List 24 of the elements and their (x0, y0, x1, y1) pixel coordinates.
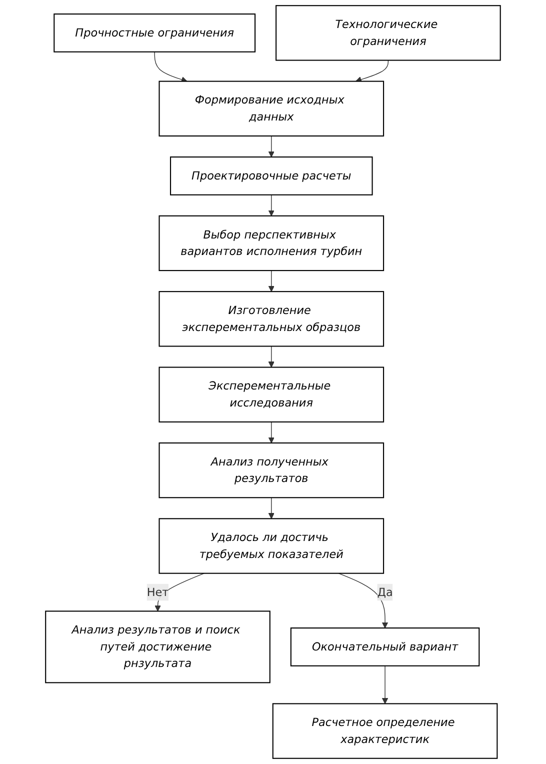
arrow (268, 136, 274, 158)
node-box: Выбор перспективных вариантов исполнения турбин (158, 215, 384, 272)
node-box: Технологические ограничения (276, 5, 501, 61)
node-box: Анализ результатов и поиск путей достижение рнзультата (45, 610, 270, 684)
node-box: Окончательный вариант (290, 627, 480, 666)
edge-label: Да (377, 585, 393, 599)
arrow (356, 60, 389, 83)
arrow (268, 497, 274, 519)
node-box: Удалось ли достичь требуемых показателей (158, 518, 384, 574)
edge-label: Нет (146, 585, 169, 599)
arrow (268, 194, 274, 216)
arrow (382, 666, 388, 704)
arrow (268, 270, 274, 292)
node-box: Анализ полученных результатов (158, 442, 384, 498)
arrow (268, 422, 274, 444)
node-box: Эксперементальные исследования (158, 366, 384, 422)
node-box: Расчетное определение характеристик (272, 703, 498, 759)
node-box: Проектировочные расчеты (170, 156, 373, 196)
arrow (268, 346, 274, 368)
arrow (154, 52, 188, 83)
node-box: Формирование исходных данных (158, 80, 384, 137)
node-box: Прочностные ограничения (54, 14, 256, 52)
node-box: Изготовление эксперементальных образцов (158, 291, 384, 347)
arrow (338, 573, 388, 628)
